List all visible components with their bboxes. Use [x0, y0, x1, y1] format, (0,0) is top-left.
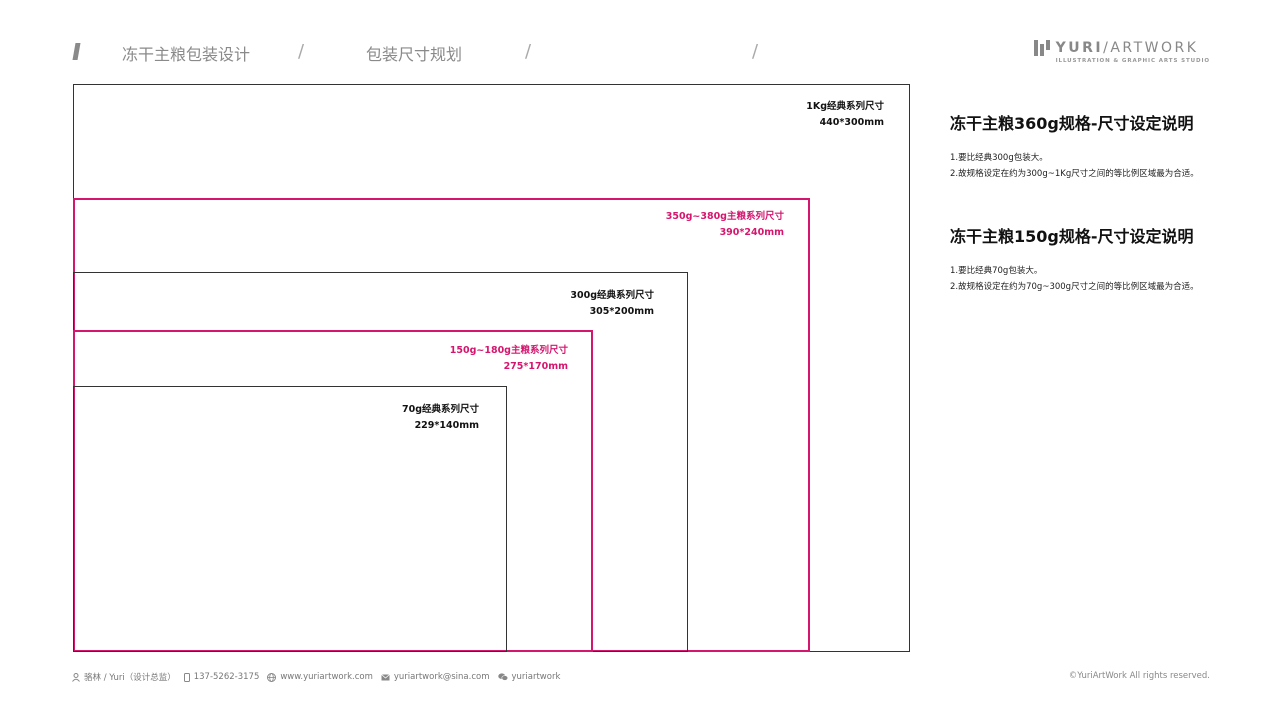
label-350g: 350g~380g主粮系列尺寸 390*240mm	[666, 209, 784, 241]
header-project-title: 冻干主粮包装设计	[122, 45, 251, 64]
footer-person-text: 骆林 / Yuri（设计总监）	[84, 673, 176, 683]
label-70g-name: 70g经典系列尺寸	[401, 404, 479, 415]
header-divider-3: /	[752, 41, 759, 62]
wechat-icon	[497, 673, 508, 681]
logo-suffix: ARTWORK	[1110, 40, 1199, 56]
header-mark	[72, 43, 81, 60]
mail-icon	[381, 673, 390, 680]
label-70g: 70g经典系列尺寸 229*140mm	[402, 402, 479, 434]
footer-phone-text: 137-5262-3175	[193, 672, 260, 682]
size-box-70g	[73, 386, 507, 652]
label-70g-size: 229*140mm	[414, 420, 479, 431]
phone-icon	[183, 672, 190, 682]
person-icon	[72, 672, 80, 682]
label-300g: 300g经典系列尺寸 305*200mm	[570, 288, 654, 320]
label-1kg: 1Kg经典系列尺寸 440*300mm	[806, 99, 884, 131]
header-divider-1: /	[298, 41, 305, 62]
footer-email: yuriartwork@sina.com	[381, 672, 490, 682]
footer-website: www.yuriartwork.com	[267, 672, 373, 682]
note-150g-line-2: 2.故规格设定在约为70g~300g尺寸之间的等比例区域最为合适。	[950, 282, 1199, 292]
globe-icon	[267, 672, 277, 682]
label-150g-size: 275*170mm	[503, 361, 568, 372]
label-150g-name: 150g~180g主粮系列尺寸	[449, 345, 568, 356]
footer-copyright: ©YuriArtWork All rights reserved.	[1068, 671, 1210, 681]
logo-brand: YURI	[1055, 40, 1104, 56]
label-1kg-name: 1Kg经典系列尺寸	[806, 101, 884, 112]
footer-website-text[interactable]: www.yuriartwork.com	[280, 672, 373, 682]
label-150g: 150g~180g主粮系列尺寸 275*170mm	[450, 343, 568, 375]
footer-contact: 骆林 / Yuri（设计总监） 137-5262-3175 www.yuriar…	[72, 671, 568, 683]
brand-logo: YURI / ARTWORK ILLUSTRATION & GRAPHIC AR…	[1033, 40, 1210, 64]
footer-person: 骆林 / Yuri（设计总监）	[72, 671, 176, 683]
footer-email-text[interactable]: yuriartwork@sina.com	[393, 672, 490, 682]
note-150g-title: 冻干主粮150g规格-尺寸设定说明	[950, 227, 1194, 246]
note-360g-line-1: 1.要比经典300g包装大。	[950, 153, 1048, 163]
label-300g-name: 300g经典系列尺寸	[570, 290, 654, 301]
logo-separator: /	[1103, 40, 1111, 56]
header-section-title: 包装尺寸规划	[366, 45, 463, 64]
header-divider-2: /	[525, 41, 532, 62]
footer-phone: 137-5262-3175	[183, 672, 260, 682]
note-150g-line-1: 1.要比经典70g包装大。	[950, 266, 1043, 276]
label-350g-size: 390*240mm	[719, 227, 784, 238]
footer-wechat-text: yuriartwork	[511, 672, 561, 682]
note-360g-title: 冻干主粮360g规格-尺寸设定说明	[950, 114, 1194, 133]
label-350g-name: 350g~380g主粮系列尺寸	[665, 211, 784, 222]
label-300g-size: 305*200mm	[589, 306, 654, 317]
yuri-logo-icon	[1033, 40, 1050, 56]
label-1kg-size: 440*300mm	[819, 117, 884, 128]
logo-tagline: ILLUSTRATION & GRAPHIC ARTS STUDIO	[1055, 58, 1210, 64]
footer-wechat: yuriartwork	[497, 672, 561, 682]
note-360g-line-2: 2.故规格设定在约为300g~1Kg尺寸之间的等比例区域最为合适。	[950, 169, 1199, 179]
